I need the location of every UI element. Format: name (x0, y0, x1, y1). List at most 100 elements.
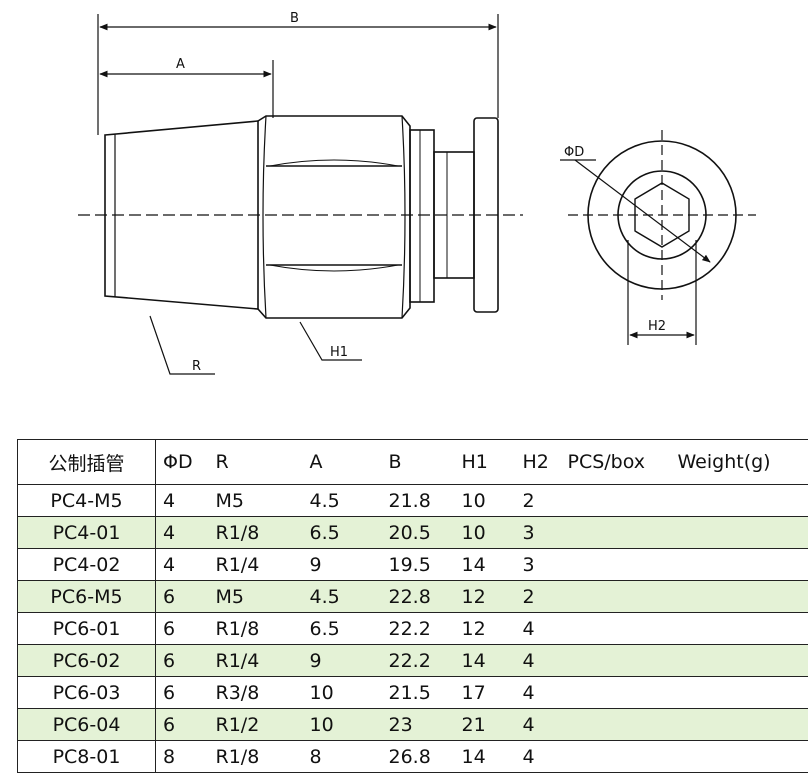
cell-pcs-box (561, 709, 671, 741)
cell-phid: 6 (156, 581, 209, 613)
cell-b: 22.2 (382, 645, 455, 677)
cell-model: PC6-M5 (18, 581, 156, 613)
label-h1: H1 (330, 345, 348, 360)
collar (410, 130, 434, 302)
cell-h2: 3 (516, 517, 561, 549)
cell-r: R3/8 (209, 677, 303, 709)
cell-h2: 4 (516, 645, 561, 677)
cell-pcs-box (561, 485, 671, 517)
cell-a: 9 (303, 645, 382, 677)
cell-b: 22.2 (382, 613, 455, 645)
cell-h2: 4 (516, 709, 561, 741)
cell-b: 23 (382, 709, 455, 741)
cell-weight (671, 677, 808, 709)
cell-pcs-box (561, 677, 671, 709)
cell-h1: 12 (455, 613, 516, 645)
leader-r (150, 316, 215, 374)
cell-h2: 2 (516, 485, 561, 517)
cell-model: PC4-M5 (18, 485, 156, 517)
cell-r: R1/4 (209, 645, 303, 677)
cell-pcs-box (561, 645, 671, 677)
cell-h1: 14 (455, 549, 516, 581)
header-r: R (209, 440, 303, 485)
label-h2: H2 (648, 319, 666, 334)
cell-r: R1/8 (209, 613, 303, 645)
cell-r: M5 (209, 581, 303, 613)
cell-weight (671, 549, 808, 581)
cell-model: PC6-04 (18, 709, 156, 741)
cell-h1: 10 (455, 485, 516, 517)
cell-pcs-box (561, 613, 671, 645)
cell-phid: 6 (156, 709, 209, 741)
cell-pcs-box (561, 517, 671, 549)
cell-phid: 6 (156, 613, 209, 645)
cell-b: 20.5 (382, 517, 455, 549)
cell-b: 21.5 (382, 677, 455, 709)
cell-r: R1/4 (209, 549, 303, 581)
cell-b: 21.8 (382, 485, 455, 517)
cell-pcs-box (561, 581, 671, 613)
hex-body (258, 116, 410, 318)
cell-h2: 4 (516, 613, 561, 645)
header-b: B (382, 440, 455, 485)
header-a: A (303, 440, 382, 485)
header-phid: ΦD (156, 440, 209, 485)
cell-weight (671, 613, 808, 645)
cell-r: R1/8 (209, 517, 303, 549)
cell-r: M5 (209, 485, 303, 517)
cell-a: 10 (303, 709, 382, 741)
cell-model: PC6-03 (18, 677, 156, 709)
cell-h1: 21 (455, 709, 516, 741)
cell-weight (671, 581, 808, 613)
cell-weight (671, 709, 808, 741)
cell-phid: 6 (156, 645, 209, 677)
label-r: R (192, 359, 201, 374)
cell-h2: 4 (516, 677, 561, 709)
cell-h1: 12 (455, 581, 516, 613)
header-h2: H2 (516, 440, 561, 485)
cell-b: 22.8 (382, 581, 455, 613)
cell-h1: 10 (455, 517, 516, 549)
spec-table: 公制插管 ΦD R A B H1 H2 PCS/box Weight(g) PC… (17, 439, 808, 773)
cell-a: 6.5 (303, 613, 382, 645)
cell-h1: 14 (455, 645, 516, 677)
cell-phid: 4 (156, 485, 209, 517)
fitting-technical-drawing: B A R H1 ΦD H2 (0, 0, 808, 425)
cell-weight (671, 517, 808, 549)
cell-a: 6.5 (303, 517, 382, 549)
label-b: B (290, 11, 299, 26)
cell-a: 9 (303, 549, 382, 581)
cell-h2: 2 (516, 581, 561, 613)
cell-phid: 4 (156, 549, 209, 581)
header-h1: H1 (455, 440, 516, 485)
header-pcs-box: PCS/box (561, 440, 671, 485)
header-weight: Weight(g) (671, 440, 808, 485)
cell-model: PC4-02 (18, 549, 156, 581)
header-model: 公制插管 (18, 440, 156, 485)
cell-a: 10 (303, 677, 382, 709)
label-phid: ΦD (564, 145, 584, 160)
cell-model: PC6-02 (18, 645, 156, 677)
label-a: A (176, 57, 185, 72)
cell-r: R1/2 (209, 709, 303, 741)
cell-phid: 6 (156, 677, 209, 709)
cell-pcs-box (561, 549, 671, 581)
cell-h1: 17 (455, 677, 516, 709)
cell-model: PC6-01 (18, 613, 156, 645)
cell-model: PC4-01 (18, 517, 156, 549)
cell-phid: 4 (156, 517, 209, 549)
cell-b: 19.5 (382, 549, 455, 581)
cell-weight (671, 485, 808, 517)
cell-a: 4.5 (303, 581, 382, 613)
table-header-row: 公制插管 ΦD R A B H1 H2 PCS/box Weight(g) (18, 440, 808, 485)
cell-weight (671, 645, 808, 677)
cell-a: 4.5 (303, 485, 382, 517)
